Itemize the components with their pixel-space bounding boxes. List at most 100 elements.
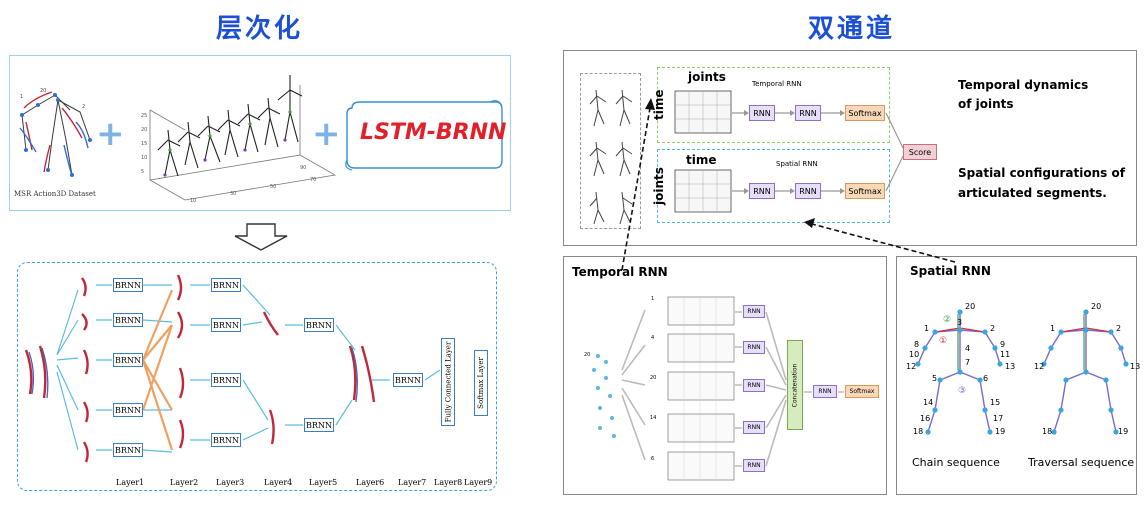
- joint-number: 20: [1091, 302, 1102, 311]
- plus-icon: +: [312, 114, 341, 154]
- joint-number: 9: [1000, 340, 1006, 349]
- group-label: 20: [650, 375, 657, 381]
- plot-tick: 50: [270, 184, 277, 190]
- brnn-box: BRNN: [113, 278, 143, 292]
- fully-connected-layer: Fully Connected Layer: [441, 338, 455, 426]
- layer-label: Layer6: [356, 478, 385, 487]
- score-box: Score: [903, 144, 937, 160]
- plot-tick: 70: [310, 177, 317, 183]
- layer-label: Layer8: [434, 478, 463, 487]
- layer-label: Layer7: [398, 478, 427, 487]
- joint-number: 5: [932, 374, 938, 383]
- brnn-box: BRNN: [211, 278, 241, 292]
- joint-number: 7: [965, 358, 971, 367]
- lstm-brnn-label: LSTM-BRNN: [360, 120, 507, 145]
- brnn-box: BRNN: [113, 353, 143, 367]
- spatial-rnn-title: Spatial RNN: [776, 160, 818, 168]
- joint-number: 16: [920, 414, 931, 423]
- temporal-stream-frame: [657, 67, 890, 143]
- spatial-desc-line2: articulated segments.: [958, 186, 1107, 200]
- brnn-box: BRNN: [211, 318, 241, 332]
- joint-number: 10: [909, 350, 920, 359]
- skeleton-number: 2: [82, 104, 86, 110]
- plot-tick: 10: [190, 198, 197, 204]
- joint-number: 19: [995, 427, 1006, 436]
- rnn-box: RNN: [743, 305, 765, 318]
- temporal-desc-line2: of joints: [958, 97, 1014, 111]
- joint-number: 2: [990, 324, 996, 333]
- joint-number: 3: [957, 318, 963, 327]
- joint-number: 15: [990, 398, 1001, 407]
- dataset-frame: [9, 55, 511, 211]
- joint-number: 11: [1000, 350, 1011, 359]
- brnn-box: BRNN: [211, 373, 241, 387]
- softmax-box: Softmax: [845, 105, 885, 121]
- upper-axis-top: joints: [688, 70, 726, 84]
- plot-tick: 25: [141, 113, 148, 119]
- skeleton-number: 20: [40, 88, 47, 94]
- temporal-desc-line1: Temporal dynamics: [958, 78, 1089, 92]
- joint-number: 13: [1005, 362, 1016, 371]
- two-stream-frame: [563, 50, 1137, 246]
- lower-axis-top: time: [686, 153, 717, 167]
- softmax-box: Softmax: [845, 183, 885, 199]
- rnn-box: RNN: [795, 183, 821, 199]
- softmax-box: Softmax: [845, 385, 879, 398]
- brnn-box: BRNN: [113, 403, 143, 417]
- chain-mark-3: ③: [958, 386, 967, 396]
- chain-sequence-caption: Chain sequence: [912, 456, 1000, 469]
- group-label: 6: [651, 456, 655, 462]
- joint-number: 12: [1034, 362, 1045, 371]
- plus-icon: +: [96, 114, 125, 154]
- joint-number: 13: [1130, 362, 1141, 371]
- layer-label: Layer2: [170, 478, 199, 487]
- joint-number: 1: [924, 324, 930, 333]
- joint-number: 1: [1050, 324, 1056, 333]
- rnn-box: RNN: [749, 105, 775, 121]
- joint-number: 17: [993, 414, 1004, 423]
- rnn-box: RNN: [743, 341, 765, 354]
- joint-number: 14: [923, 398, 934, 407]
- brnn-box: BRNN: [304, 418, 334, 432]
- brnn-box: BRNN: [304, 318, 334, 332]
- traversal-sequence-caption: Traversal sequence: [1028, 456, 1135, 469]
- plot-tick: 90: [300, 165, 307, 171]
- concatenation-box: Concatenation: [787, 340, 803, 430]
- brnn-box: BRNN: [211, 433, 241, 447]
- joint-number: 2: [1116, 324, 1122, 333]
- layer-label: Layer9: [464, 478, 493, 487]
- joint-number: 8: [914, 340, 920, 349]
- joint-number: 18: [1042, 427, 1053, 436]
- plot-tick: 10: [141, 155, 148, 161]
- plot-tick: 5: [141, 169, 145, 175]
- brnn-box: BRNN: [113, 443, 143, 457]
- softmax-layer: Softmax Layer: [474, 350, 488, 416]
- joint-number: 18: [913, 427, 924, 436]
- sequence-thumb-frame: [580, 73, 641, 229]
- layer-label: Layer5: [309, 478, 338, 487]
- rnn-box: RNN: [743, 379, 765, 392]
- rnn-box: RNN: [813, 385, 837, 398]
- group-label: 1: [651, 296, 655, 302]
- joint-number: 4: [965, 344, 971, 353]
- temporal-rnn-title: Temporal RNN: [752, 80, 802, 88]
- layer-label: Layer3: [216, 478, 245, 487]
- joint-number: 12: [906, 362, 917, 371]
- rnn-box: RNN: [795, 105, 821, 121]
- brnn-box: BRNN: [113, 313, 143, 327]
- joint-number: 20: [584, 352, 591, 358]
- spatial-panel-frame: [896, 256, 1137, 495]
- temporal-panel-frame: [563, 256, 887, 495]
- rnn-box: RNN: [743, 459, 765, 472]
- right-heading: 双通道: [808, 14, 896, 44]
- chain-mark-2: ②: [943, 315, 952, 325]
- dataset-caption: MSR Action3D Dataset: [14, 190, 96, 198]
- plot-tick: 15: [141, 141, 148, 147]
